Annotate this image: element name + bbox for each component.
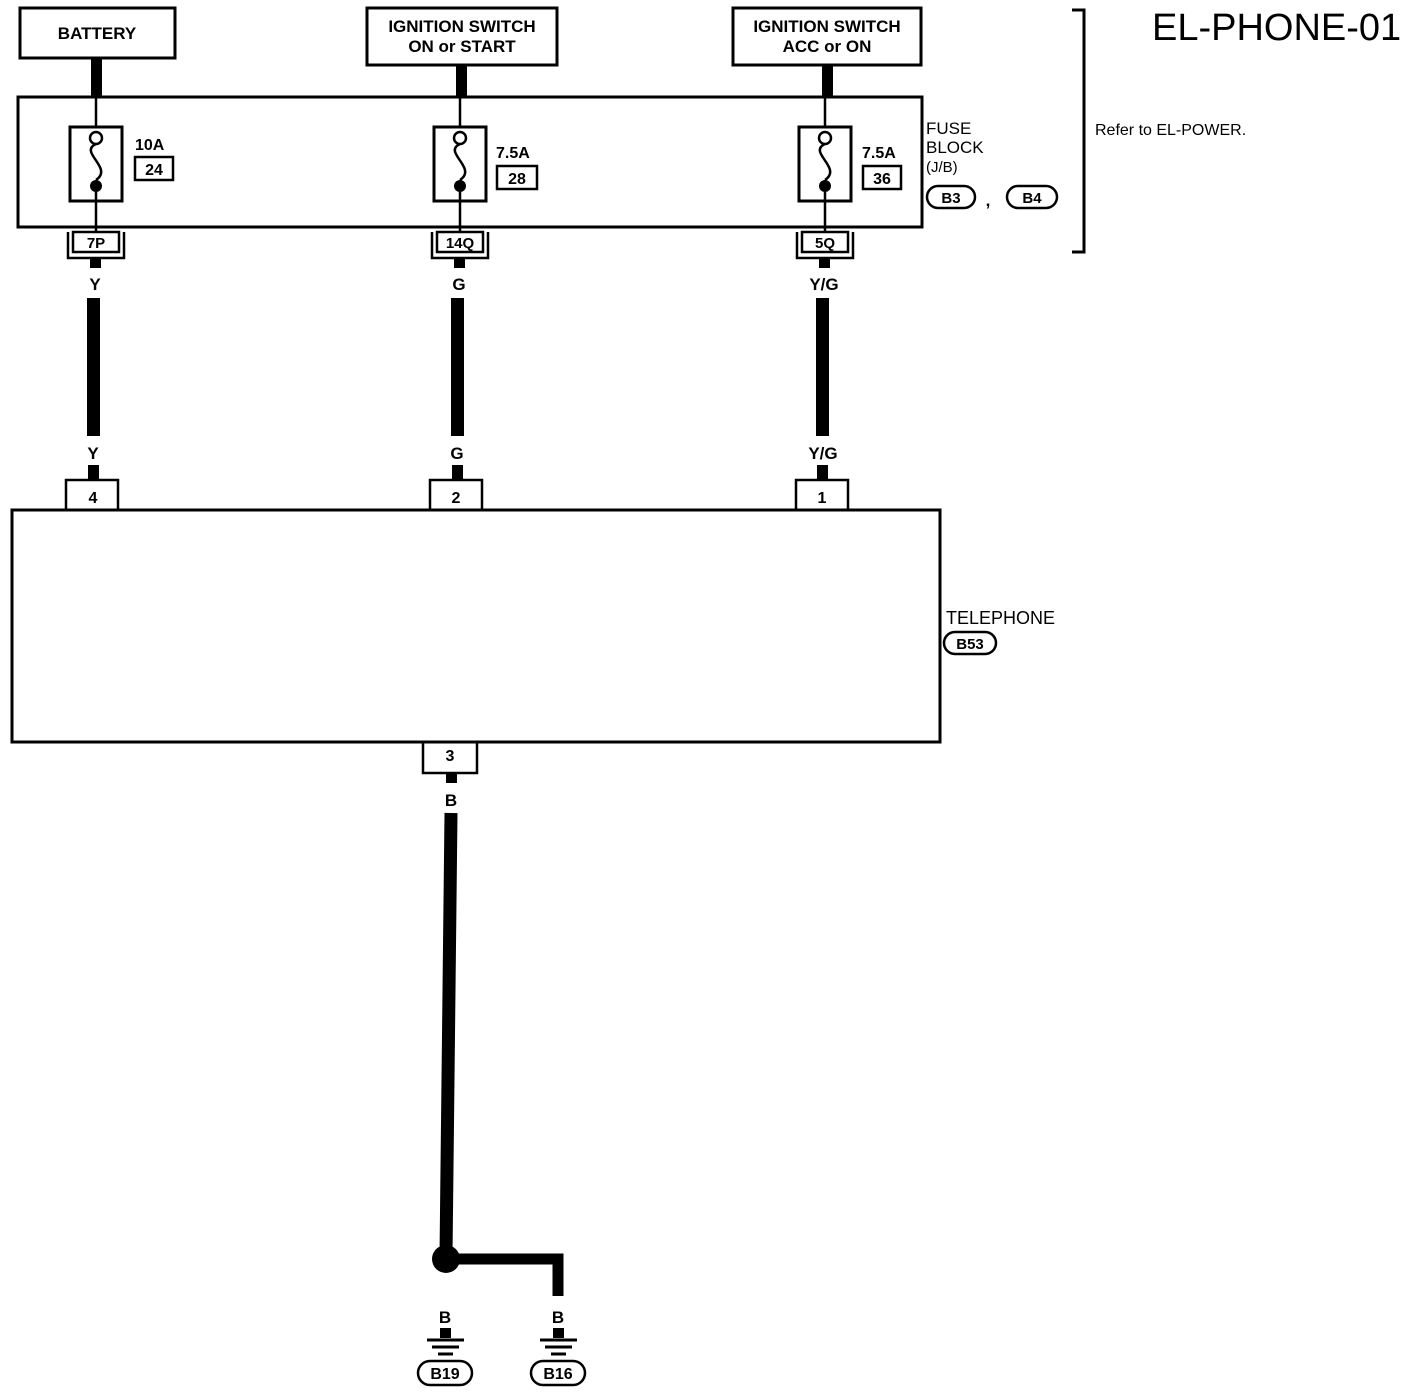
fuse-block-connector-b3-label: B3 bbox=[941, 190, 960, 207]
telephone-pin-2: 2 bbox=[428, 478, 484, 510]
wire-stub-yg-bottom bbox=[817, 465, 828, 479]
source-battery-label: BATTERY bbox=[58, 24, 137, 43]
wire-y bbox=[87, 298, 100, 436]
fuse-36-amps: 7.5A bbox=[862, 145, 896, 162]
terminal-7p-label: 7P bbox=[87, 235, 105, 252]
telephone-pin-1: 1 bbox=[794, 478, 850, 510]
telephone-unit-box bbox=[10, 508, 942, 744]
fuse-block-label-line1: FUSE bbox=[926, 119, 971, 138]
telephone-pin-3-label: 3 bbox=[446, 748, 455, 765]
wire-color-y-bottom: Y bbox=[87, 444, 99, 463]
telephone-connector-b53-label: B53 bbox=[956, 636, 984, 653]
wire-g bbox=[451, 298, 464, 436]
source-ignition-on-start: IGNITION SWITCH ON or START bbox=[365, 6, 559, 67]
wire-stub-g-bottom bbox=[452, 465, 463, 479]
fuse-28 bbox=[432, 97, 488, 232]
fuse-24-number: 24 bbox=[145, 162, 163, 179]
wire-color-y-top: Y bbox=[89, 275, 101, 294]
terminal-14q-label: 14Q bbox=[446, 235, 475, 252]
refer-note: Refer to EL-POWER. bbox=[1095, 122, 1246, 139]
fuse-block-connector-b4: B4 bbox=[1005, 184, 1059, 210]
fuse-24-amps: 10A bbox=[135, 137, 165, 154]
ground-b16-symbol bbox=[540, 1328, 577, 1356]
wire-yg bbox=[816, 298, 829, 436]
fuse-block-connector-b4-label: B4 bbox=[1022, 190, 1042, 207]
ground-connector-b19: B19 bbox=[416, 1359, 474, 1387]
telephone-connector-b53: B53 bbox=[942, 630, 998, 656]
telephone-label: TELEPHONE bbox=[946, 608, 1055, 628]
fuse-28-number: 28 bbox=[508, 171, 526, 188]
telephone-pin-4-label: 4 bbox=[89, 490, 98, 507]
fuse-block-label-line3: (J/B) bbox=[926, 159, 958, 176]
telephone-pin-4: 4 bbox=[64, 478, 120, 510]
terminal-14q: 14Q bbox=[430, 230, 490, 260]
source-battery: BATTERY bbox=[18, 6, 177, 60]
terminal-7p: 7P bbox=[66, 230, 126, 260]
feed-wire-ignition-on-start bbox=[456, 65, 467, 98]
ground-b19-symbol bbox=[427, 1328, 464, 1356]
ground-connector-b19-label: B19 bbox=[430, 1366, 459, 1383]
wire-stub-y-bottom bbox=[88, 465, 99, 479]
fuse-block-connector-separator: , bbox=[986, 191, 991, 210]
wire-stub-g-top bbox=[454, 258, 465, 268]
fuse-36-number-box: 36 bbox=[861, 164, 903, 191]
terminal-5q-label: 5Q bbox=[815, 235, 835, 252]
wire-color-b-top: B bbox=[445, 791, 457, 810]
source-ignition-on-start-line2: ON or START bbox=[408, 37, 516, 56]
diagram-title: EL-PHONE-01 bbox=[1152, 7, 1401, 49]
wire-stub-yg-top bbox=[819, 258, 830, 268]
wire-color-b19: B bbox=[439, 1308, 451, 1327]
fuse-24 bbox=[68, 97, 124, 232]
fuse-36 bbox=[797, 97, 853, 232]
telephone-pin-3: 3 bbox=[421, 742, 479, 775]
fuse-28-amps: 7.5A bbox=[496, 145, 530, 162]
feed-wire-battery bbox=[91, 58, 102, 98]
fuse-36-number: 36 bbox=[873, 171, 891, 188]
wire-stub-b-top bbox=[446, 773, 457, 783]
refer-bracket bbox=[1072, 8, 1086, 254]
wire-color-b16: B bbox=[552, 1308, 564, 1327]
terminal-5q: 5Q bbox=[795, 230, 855, 260]
feed-wire-ignition-acc-on bbox=[822, 65, 833, 98]
fuse-block-connector-b3: B3 bbox=[925, 184, 977, 210]
telephone-pin-2-label: 2 bbox=[452, 490, 461, 507]
source-ignition-acc-on-line1: IGNITION SWITCH bbox=[753, 17, 900, 36]
wire-color-yg-bottom: Y/G bbox=[808, 444, 837, 463]
source-ignition-acc-on-line2: ACC or ON bbox=[783, 37, 872, 56]
wire-color-g-top: G bbox=[452, 275, 465, 294]
wire-color-yg-top: Y/G bbox=[809, 275, 838, 294]
wire-color-g-bottom: G bbox=[450, 444, 463, 463]
wire-b bbox=[439, 812, 458, 1257]
fuse-24-number-box: 24 bbox=[133, 155, 175, 182]
fuse-28-number-box: 28 bbox=[495, 164, 539, 191]
wire-b-branch bbox=[446, 1253, 564, 1296]
fuse-block-box bbox=[16, 95, 924, 229]
telephone-pin-1-label: 1 bbox=[818, 490, 827, 507]
ground-connector-b16: B16 bbox=[529, 1359, 587, 1387]
wire-stub-y-top bbox=[90, 258, 101, 268]
ground-connector-b16-label: B16 bbox=[543, 1366, 572, 1383]
source-ignition-on-start-line1: IGNITION SWITCH bbox=[388, 17, 535, 36]
fuse-block-label-line2: BLOCK bbox=[926, 138, 984, 157]
source-ignition-acc-on: IGNITION SWITCH ACC or ON bbox=[731, 6, 923, 67]
